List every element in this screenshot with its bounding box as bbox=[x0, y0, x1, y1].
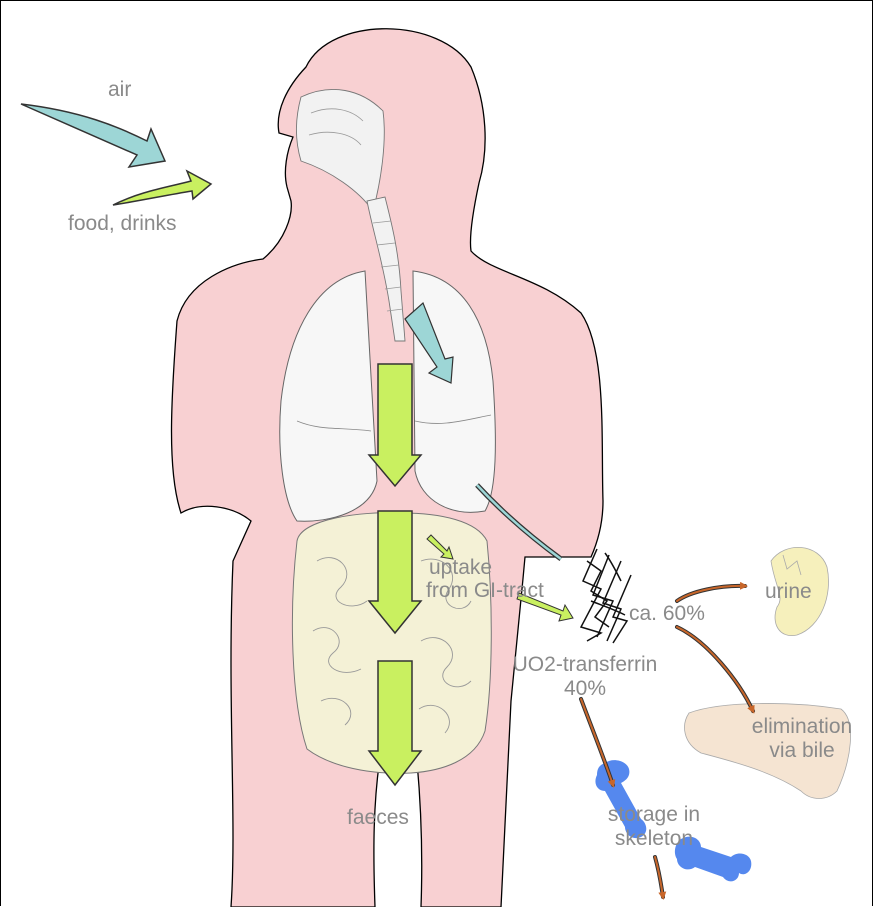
label-elimination-2: via bile bbox=[734, 739, 870, 763]
label-transferrin-2: 40% bbox=[495, 677, 675, 701]
label-elimination-1: elimination bbox=[734, 715, 870, 739]
arrow-skeleton-down bbox=[655, 857, 663, 897]
blood-vessels bbox=[581, 549, 631, 643]
label-ca-percent: ca. 60% bbox=[629, 602, 705, 626]
label-food-drinks: food, drinks bbox=[68, 212, 177, 236]
label-air: air bbox=[108, 78, 131, 102]
label-storage-2: skeleton bbox=[587, 827, 721, 851]
label-uptake-2: from GI-tract bbox=[426, 579, 544, 603]
label-faeces: faeces bbox=[347, 806, 409, 830]
label-transferrin-1: UO2-transferrin bbox=[495, 653, 675, 677]
label-urine: urine bbox=[765, 580, 812, 604]
food-arrow bbox=[113, 171, 211, 205]
arrow-to-skeleton bbox=[581, 699, 613, 785]
label-storage-1: storage in bbox=[587, 803, 721, 827]
air-arrow bbox=[21, 104, 165, 167]
arrow-to-bile bbox=[677, 627, 753, 711]
label-uptake-1: uptake bbox=[429, 556, 492, 580]
